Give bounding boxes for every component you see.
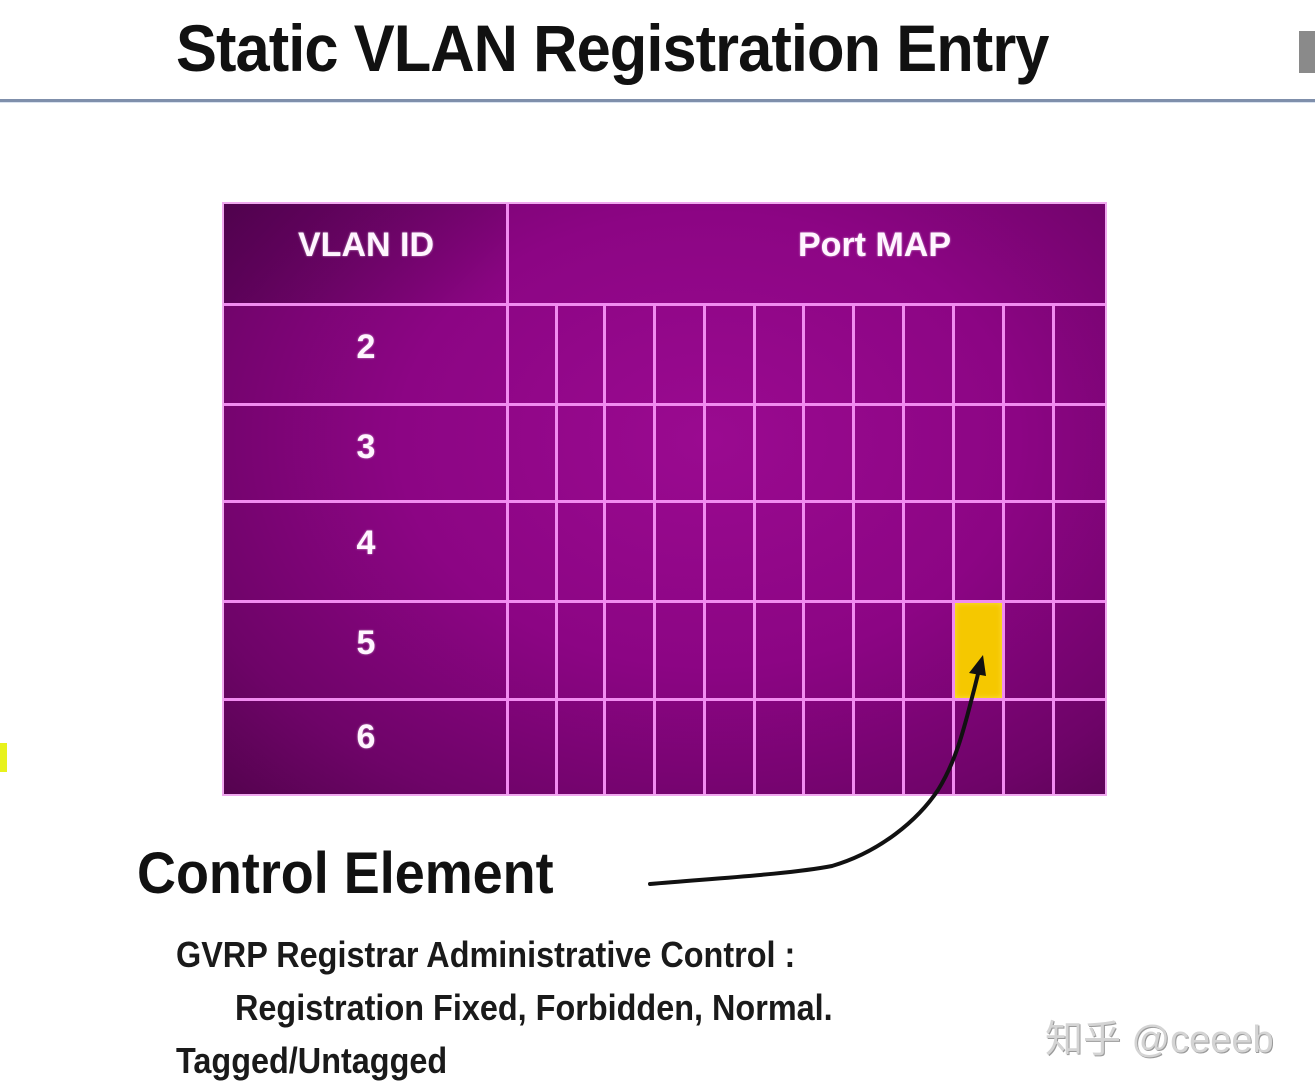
description-line-1: GVRP Registrar Administrative Control : xyxy=(176,934,796,975)
grid-line-row xyxy=(224,500,1105,503)
title-divider xyxy=(0,99,1315,103)
row-vlan-id: 4 xyxy=(356,524,376,562)
description-line-3: Tagged/Untagged xyxy=(176,1040,448,1081)
grid-line-port xyxy=(952,305,955,794)
slide-title: Static VLAN Registration Entry xyxy=(176,11,1049,85)
grid-line-port xyxy=(753,305,756,794)
watermark: 知乎 @ceeeb xyxy=(1045,1019,1274,1061)
vlan-registration-table: VLAN ID Port MAP 2 3 4 5 6 xyxy=(222,202,1107,796)
edge-tab-shape xyxy=(1299,31,1315,73)
row-vlan-id: 6 xyxy=(356,718,376,756)
control-element-cell xyxy=(955,603,1002,698)
grid-line-row xyxy=(224,403,1105,406)
grid-line-row xyxy=(224,698,1105,701)
control-element-label: Control Element xyxy=(137,841,554,906)
grid-line-port xyxy=(1052,305,1055,794)
row-vlan-id: 3 xyxy=(356,428,376,466)
grid-line-port xyxy=(555,305,558,794)
left-edge-marker xyxy=(0,743,7,772)
grid-line-vlan-divider xyxy=(506,204,509,794)
row-vlan-id: 5 xyxy=(356,624,376,662)
header-vlan-id: VLAN ID xyxy=(298,226,434,264)
header-port-map: Port MAP xyxy=(798,226,951,264)
description-line-2: Registration Fixed, Forbidden, Normal. xyxy=(235,987,833,1028)
grid-line-row xyxy=(224,600,1105,603)
grid-line-port xyxy=(703,305,706,794)
grid-line-header xyxy=(224,303,1105,306)
grid-line-port xyxy=(802,305,805,794)
row-vlan-id: 2 xyxy=(356,328,376,366)
grid-line-port xyxy=(603,305,606,794)
grid-line-port xyxy=(653,305,656,794)
header-shade xyxy=(224,204,508,305)
grid-line-port xyxy=(902,305,905,794)
grid-line-port xyxy=(852,305,855,794)
grid-line-port xyxy=(1002,305,1005,794)
